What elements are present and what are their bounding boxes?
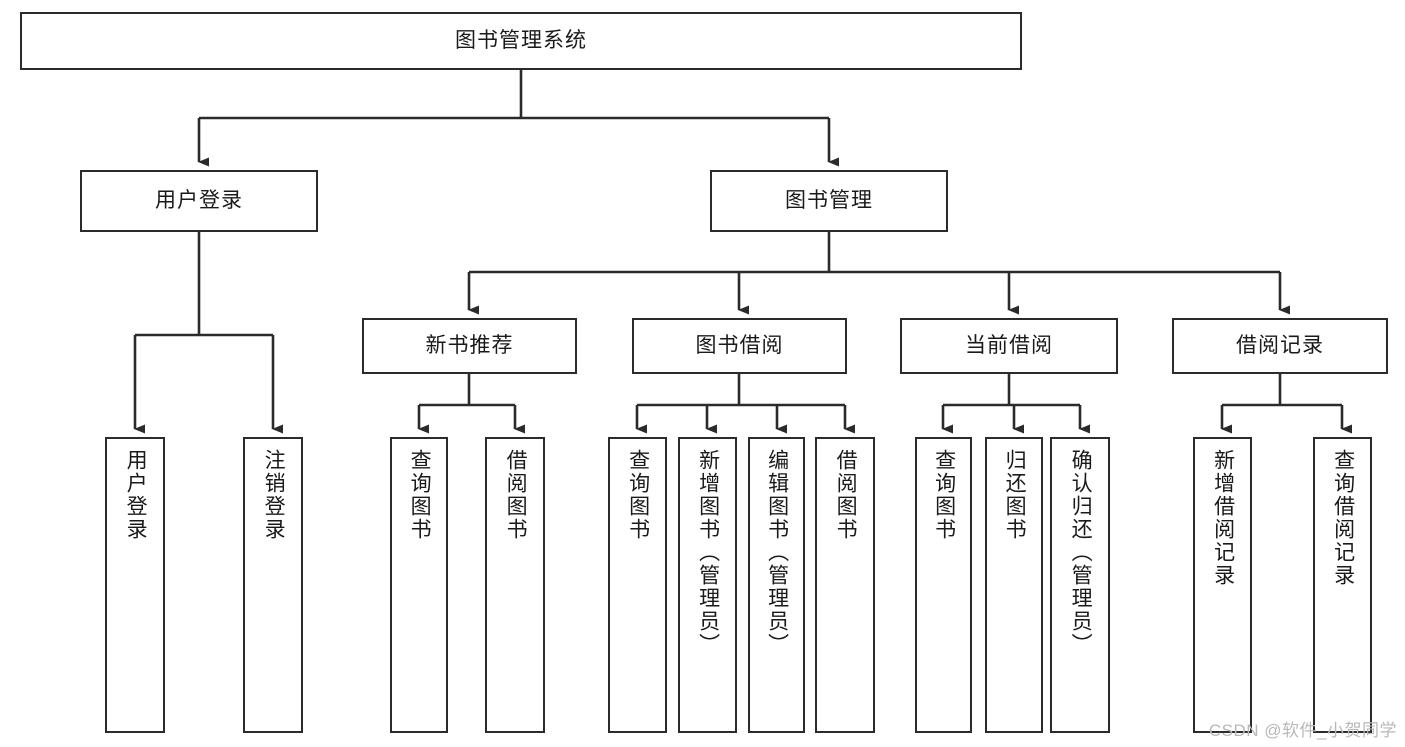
leaf-borrow-book-2[interactable]: 借阅图书 (815, 437, 875, 733)
leaf-query-book-1[interactable]: 查询图书 (390, 437, 448, 733)
leaf-return-book[interactable]: 归还图书 (985, 437, 1043, 733)
leaf-edit-book[interactable]: 编辑图书（管理员） (748, 437, 805, 733)
node-root[interactable]: 图书管理系统 (20, 12, 1022, 70)
leaf-query-book-3[interactable]: 查询图书 (915, 437, 972, 733)
leaf-borrow-book-1[interactable]: 借阅图书 (485, 437, 545, 733)
leaf-query-book-2[interactable]: 查询图书 (608, 437, 667, 733)
node-borrow-record[interactable]: 借阅记录 (1172, 318, 1388, 374)
node-user-login[interactable]: 用户登录 (80, 170, 318, 232)
leaf-user-login[interactable]: 用户登录 (105, 437, 165, 733)
node-book-manage[interactable]: 图书管理 (710, 170, 948, 232)
leaf-confirm-return[interactable]: 确认归还（管理员） (1050, 437, 1110, 733)
node-book-borrow[interactable]: 图书借阅 (632, 318, 847, 374)
leaf-logout[interactable]: 注销登录 (243, 437, 303, 733)
node-current-borrow[interactable]: 当前借阅 (900, 318, 1118, 374)
leaf-add-record[interactable]: 新增借阅记录 (1193, 437, 1252, 733)
csdn-watermark: CSDN @软件_小贺同学 (1208, 721, 1397, 740)
leaf-add-book[interactable]: 新增图书（管理员） (678, 437, 737, 733)
leaf-query-record[interactable]: 查询借阅记录 (1313, 437, 1372, 733)
node-new-book-rec[interactable]: 新书推荐 (362, 318, 577, 374)
